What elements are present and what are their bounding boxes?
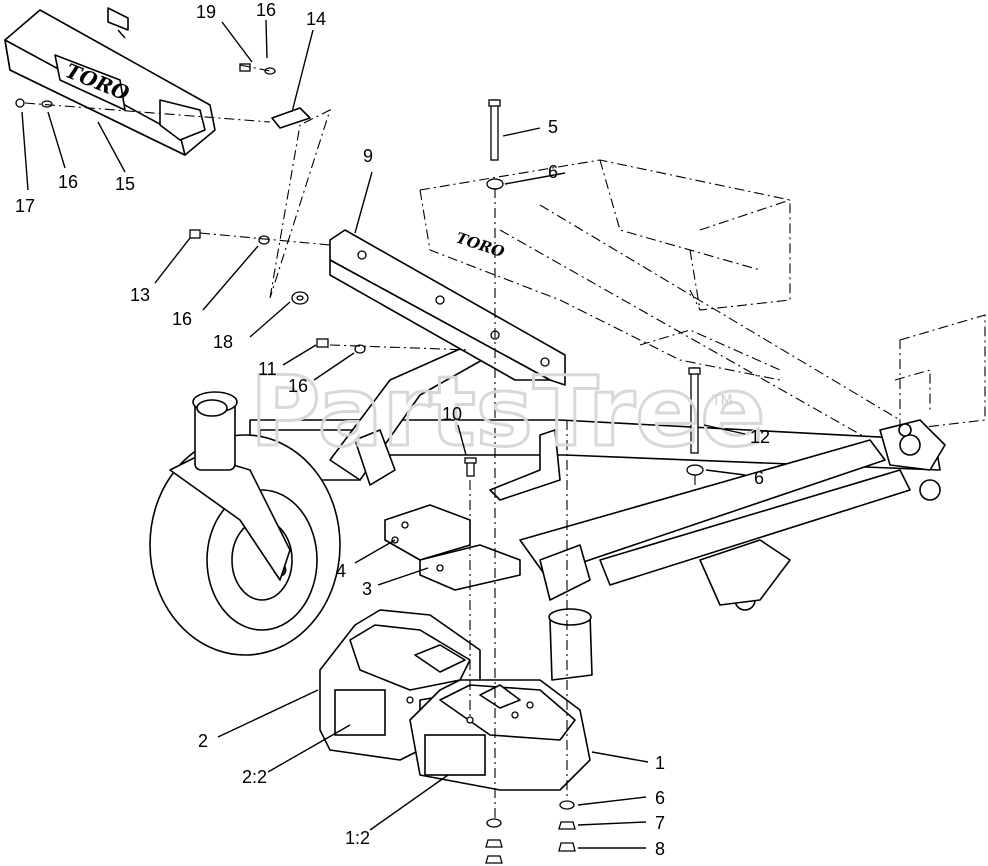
callout-9: 9 (363, 146, 373, 166)
callout-18: 18 (213, 332, 233, 352)
callout-14: 14 (306, 9, 326, 29)
watermark-tm: TM (711, 393, 733, 409)
watermark-text: PartsTree (250, 356, 765, 468)
small-hardware (15, 7, 366, 354)
callout-17: 17 (15, 196, 35, 216)
shield-15: TORO (4, 9, 216, 156)
callout-16-lower: 16 (288, 376, 308, 396)
bottom-hardware (485, 800, 576, 864)
pivot-tube (539, 544, 593, 681)
callout-11: 11 (258, 359, 277, 379)
callout-19: 19 (196, 2, 216, 22)
frame-logo-text: TORO (454, 229, 507, 261)
centerlines (24, 64, 696, 820)
leader-lines (21, 19, 746, 849)
callout-13: 13 (130, 285, 150, 305)
callout-4: 4 (336, 561, 346, 581)
frame-logo: TORO (454, 229, 507, 261)
callout-2-2: 2:2 (242, 767, 267, 787)
caster-wheel (149, 391, 341, 656)
callout-16-top: 16 (256, 0, 276, 20)
bolts (464, 99, 704, 477)
callout-6-bottom: 6 (655, 788, 665, 808)
callout-1: 1 (655, 753, 665, 773)
callout-6-right: 6 (754, 468, 764, 488)
callout-8: 8 (655, 839, 665, 859)
callout-16-mid: 16 (172, 309, 192, 329)
callout-7: 7 (655, 813, 665, 833)
callout-12: 12 (750, 427, 770, 447)
callout-1-2: 1:2 (345, 828, 370, 848)
callout-16-left: 16 (58, 172, 78, 192)
callout-6-top: 6 (548, 162, 558, 182)
frame-phantom (419, 159, 986, 441)
callout-5: 5 (548, 117, 558, 137)
callout-2: 2 (198, 731, 208, 751)
callouts: 19 16 14 17 16 15 5 6 9 13 16 18 11 16 1… (15, 0, 770, 859)
callout-10: 10 (442, 404, 462, 424)
weights (319, 609, 591, 791)
callout-15: 15 (115, 174, 135, 194)
callout-3: 3 (362, 579, 372, 599)
watermark: PartsTree TM (249, 355, 767, 470)
